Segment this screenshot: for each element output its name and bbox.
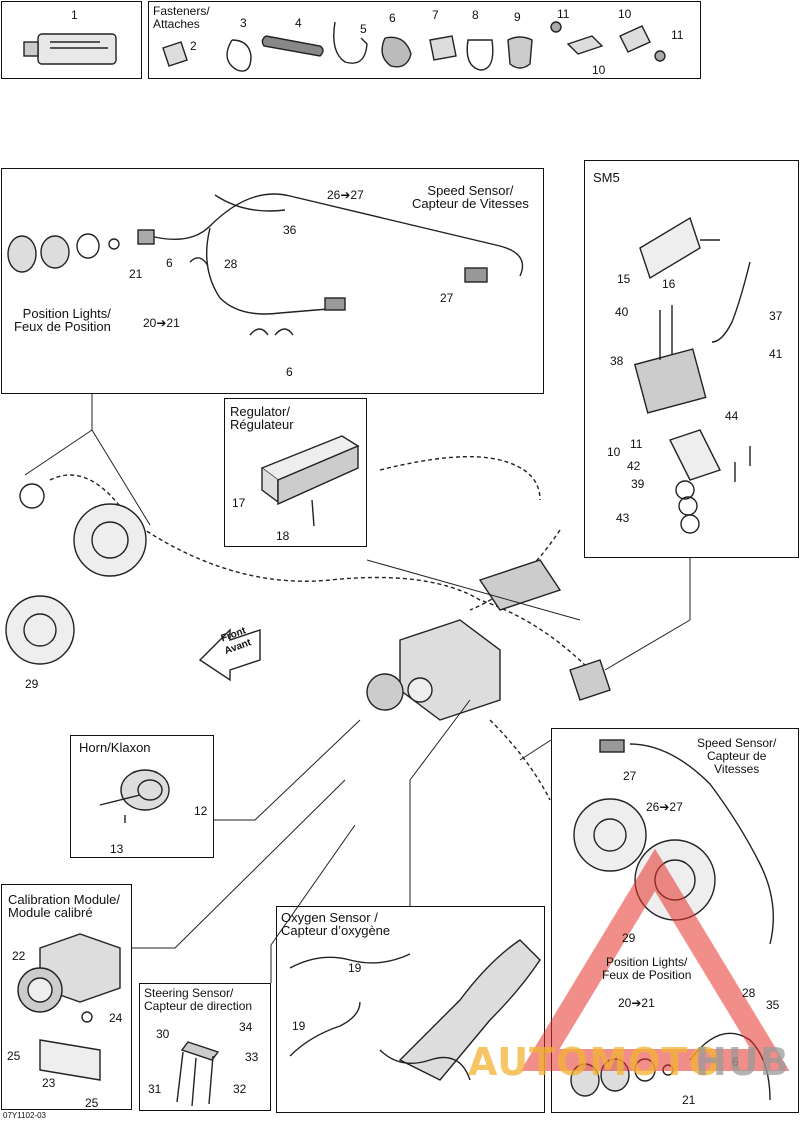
part-number: 26➔27	[646, 800, 683, 814]
part-number: 25	[85, 1096, 99, 1110]
speed-sensor-right-label: Speed Sensor/ Capteur de Vitesses	[697, 736, 777, 776]
top-harness-frame	[1, 168, 544, 394]
part-number: 18	[276, 529, 290, 543]
part-number: 34	[239, 1020, 253, 1034]
calibration-module-icon	[17, 933, 121, 1081]
part-number: 11	[671, 28, 684, 42]
part-number: 36	[283, 223, 297, 237]
part-number: 10	[607, 445, 621, 459]
part-number: 28	[742, 986, 756, 1000]
top-wire-harness	[7, 193, 524, 336]
leader-lines	[24, 394, 691, 983]
tone-ring-left	[5, 483, 147, 665]
front-arrow-icon	[198, 628, 261, 682]
part-number: 28	[224, 257, 238, 271]
part-number: 7	[432, 8, 439, 22]
part-number: 27	[440, 291, 454, 305]
abs-assembly	[366, 559, 611, 721]
horn-label: Horn/Klaxon	[79, 740, 151, 755]
part-number: 5	[360, 22, 367, 36]
oxygen-sensor-label: Oxygen Sensor / Capteur d’oxygène	[281, 910, 391, 938]
part-number: 11	[557, 7, 570, 21]
part-number: 6	[166, 256, 173, 270]
part-number: 21	[129, 267, 143, 281]
part-number: 8	[472, 8, 479, 22]
part-number: 37	[769, 309, 783, 323]
part-number: 41	[769, 347, 783, 361]
part-number: 30	[156, 1027, 170, 1041]
part-number: 29	[25, 677, 39, 691]
position-lights-right-label: Position Lights/ Feux de Position	[602, 955, 692, 982]
drawing-reference: 07Y1102-03	[3, 1111, 46, 1120]
part-number: 1	[71, 8, 78, 22]
part-number: 29	[622, 931, 636, 945]
part-number: 15	[617, 272, 631, 286]
calibration-module-label: Calibration Module/ Module calibré	[8, 892, 121, 920]
part-number: 32	[233, 1082, 247, 1096]
part-number: 17	[232, 496, 246, 510]
watermark-text-left: AUTOMOTO	[468, 1040, 722, 1084]
part-number: 13	[110, 842, 124, 856]
part-number: 44	[725, 409, 739, 423]
part-number: 21	[682, 1093, 696, 1107]
part-number: 20➔21	[618, 996, 655, 1010]
watermark-text-right: HUB	[695, 1040, 790, 1084]
part-number: 10	[618, 7, 632, 21]
part-number: 19	[348, 961, 362, 975]
fastener-icons	[162, 21, 666, 72]
part-number: 12	[194, 804, 208, 818]
part-number: 11	[630, 437, 643, 451]
fasteners-title: Fasteners/ Attaches	[153, 4, 210, 31]
part-number: 42	[627, 459, 641, 473]
part-number: 23	[42, 1076, 56, 1090]
part-number: 9	[514, 10, 521, 24]
regulator-label: Regulator/ Régulateur	[230, 404, 294, 432]
part-number: 40	[615, 305, 629, 319]
part-number: 2	[190, 39, 197, 53]
part-number: 22	[12, 949, 26, 963]
sealant-tube-icon	[23, 33, 117, 65]
speed-sensor-top-label: Speed Sensor/ Capteur de Vitesses	[412, 183, 529, 211]
part-number: 6	[286, 365, 293, 379]
part-number: 10	[592, 63, 606, 77]
regulator-icon	[260, 435, 360, 527]
part-number: 43	[616, 511, 630, 525]
part-number: 33	[245, 1050, 259, 1064]
part-number: 39	[631, 477, 645, 491]
part-number: 25	[7, 1049, 21, 1063]
oxygen-sensor-icon	[289, 939, 541, 1081]
steering-sensor-label: Steering Sensor/ Capteur de direction	[144, 986, 253, 1013]
part-number: 26➔27	[327, 188, 364, 202]
watermark-triangle-icon	[520, 848, 790, 1071]
part-number: 6	[389, 11, 396, 25]
position-lights-top-label: Position Lights/ Feux de Position	[14, 306, 111, 334]
part-number: 38	[610, 354, 624, 368]
part-number: 20➔21	[143, 316, 180, 330]
part-number: 6	[732, 1055, 739, 1069]
sm5-label: SM5	[593, 170, 620, 185]
sm5-parts	[633, 216, 751, 534]
part-number: 3	[240, 16, 247, 30]
part-number: 27	[623, 769, 637, 783]
part-number: 16	[662, 277, 676, 291]
fasteners-frame	[148, 1, 701, 79]
part-number: 4	[295, 16, 302, 30]
part-number: 24	[109, 1011, 123, 1025]
steering-sensor-icon	[176, 1041, 220, 1107]
horn-icon	[99, 769, 170, 823]
part-number: 31	[148, 1082, 162, 1096]
part-number: 35	[766, 998, 780, 1012]
part-number: 19	[292, 1019, 306, 1033]
